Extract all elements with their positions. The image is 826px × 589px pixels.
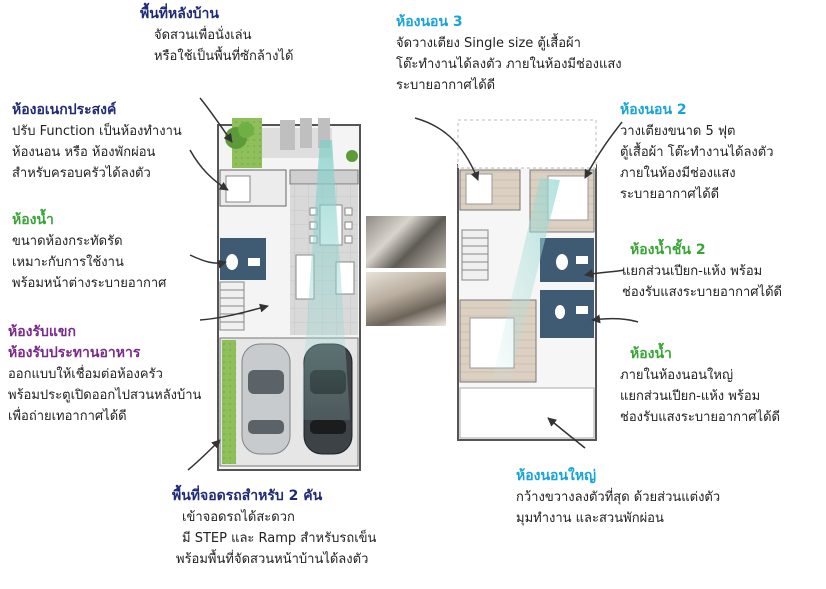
- master-bathroom-line: ภายในห้องนอนใหญ่: [620, 368, 734, 383]
- backyard-line: หรือใช้เป็นพื้นที่ซักล้างได้: [154, 49, 294, 64]
- parking-line: พร้อมพื้นที่จัดสวนหน้าบ้านได้ลงตัว: [176, 552, 369, 567]
- annotation-bedroom3: ห้องนอน 3 จัดวางเตียง Single size ตู้เสื…: [396, 12, 622, 96]
- annotation-bathroom: ห้องน้ำ ขนาดห้องกระทัดรัด เหมาะกับการใช้…: [12, 210, 166, 294]
- annotation-backyard: พื้นที่หลังบ้าน จัดสวนเพื่อนั่งเล่น หรือ…: [140, 4, 293, 67]
- annotation-bedroom2: ห้องนอน 2 วางเตียงขนาด 5 ฟุต ตู้เสื้อผ้า…: [620, 100, 774, 205]
- light-beam-upper: [492, 178, 560, 380]
- bedroom3-title: ห้องนอน 3: [396, 14, 463, 30]
- multipurpose-line: สำหรับครอบครัวได้ลงตัว: [12, 166, 151, 181]
- bedroom3-line: โต๊ะทำงานได้ลงตัว ภายในห้องมีช่องแสง: [396, 57, 622, 72]
- bedroom2-title: ห้องนอน 2: [620, 102, 687, 118]
- bedroom2-line: ระบายอากาศได้ดี: [620, 187, 720, 202]
- bedroom2-line: ตู้เสื้อผ้า โต๊ะทำงานได้ลงตัว: [620, 145, 774, 160]
- bathroom-floor2-line: แยกส่วนเปียก-แห้ง พร้อม: [622, 264, 763, 279]
- backyard-title: พื้นที่หลังบ้าน: [140, 6, 219, 22]
- dining-title: ห้องรับประทานอาหาร: [8, 345, 141, 361]
- master-bathroom-line: ช่องรับแสงระบายอากาศได้ดี: [620, 410, 780, 425]
- bedroom2-line: วางเตียงขนาด 5 ฟุต: [620, 124, 736, 139]
- annotation-living-dining: ห้องรับแขก ห้องรับประทานอาหาร ออกแบบให้เ…: [8, 322, 201, 427]
- staircase: [219, 281, 245, 331]
- multipurpose-line: ปรับ Function เป็นห้องทำงาน: [12, 124, 182, 139]
- master-bathroom-title: ห้องน้ำ: [630, 346, 672, 362]
- master-bathroom-line: แยกส่วนเปียก-แห้ง พร้อม: [620, 389, 761, 404]
- interior-photo-living: [366, 216, 446, 268]
- bathroom-line: พร้อมหน้าต่างระบายอากาศ: [12, 276, 167, 291]
- bathroom-title: ห้องน้ำ: [12, 212, 54, 228]
- annotation-master-bedroom: ห้องนอนใหญ่ กว้างขวางลงตัวที่สุด ด้วยส่ว…: [516, 466, 720, 529]
- annotation-parking: พื้นที่จอดรถสำหรับ 2 คัน เข้าจอดรถได้สะด…: [172, 486, 376, 570]
- master-bedroom-line: กว้างขวางลงตัวที่สุด ด้วยส่วนแต่งตัว: [516, 490, 721, 505]
- upper-floor-plan: [457, 119, 597, 441]
- living-dining-line: ออกแบบให้เชื่อมต่อห้องครัว: [8, 367, 163, 382]
- callout-arrows: [187, 97, 639, 471]
- bathroom-line: ขนาดห้องกระทัดรัด: [12, 234, 123, 249]
- annotation-master-bathroom: ห้องน้ำ ภายในห้องนอนใหญ่ แยกส่วนเปียก-แห…: [620, 344, 780, 428]
- bathroom-floor2-title: ห้องน้ำชั้น 2: [630, 242, 706, 258]
- bedroom3-line: จัดวางเตียง Single size ตู้เสื้อผ้า: [396, 36, 581, 51]
- ground-floor-plan: [217, 118, 361, 471]
- multipurpose-line: ห้องนอน หรือ ห้องพักผ่อน: [12, 145, 156, 160]
- light-beam: [300, 140, 350, 420]
- annotation-multipurpose: ห้องอเนกประสงค์ ปรับ Function เป็นห้องทำ…: [12, 100, 182, 184]
- bedroom2-line: ภายในห้องมีช่องแสง: [620, 166, 736, 181]
- parking-title: พื้นที่จอดรถสำหรับ 2 คัน: [172, 488, 323, 504]
- parking-line: มี STEP และ Ramp สำหรับรถเข็น: [182, 531, 377, 546]
- bedroom3-line: ระบายอากาศได้ดี: [396, 78, 496, 93]
- living-dining-line: เพื่อถ่ายเทอากาศได้ดี: [8, 409, 127, 424]
- interior-photo-dining: [366, 272, 446, 326]
- parking-line: เข้าจอดรถได้สะดวก: [182, 510, 295, 525]
- master-bedroom-line: มุมทำงาน และสวนพักผ่อน: [516, 511, 664, 526]
- master-bedroom-title: ห้องนอนใหญ่: [516, 468, 597, 484]
- multipurpose-title: ห้องอเนกประสงค์: [12, 102, 117, 118]
- backyard-line: จัดสวนเพื่อนั่งเล่น: [154, 28, 252, 43]
- car-silver: [241, 343, 291, 455]
- annotation-bathroom-floor2: ห้องน้ำชั้น 2 แยกส่วนเปียก-แห้ง พร้อม ช่…: [622, 240, 782, 303]
- living-dining-line: พร้อมประตูเปิดออกไปสวนหลังบ้าน: [8, 388, 202, 403]
- bathroom-line: เหมาะกับการใช้งาน: [12, 255, 124, 270]
- bathroom-floor2-line: ช่องรับแสงระบายอากาศได้ดี: [622, 285, 782, 300]
- living-title: ห้องรับแขก: [8, 324, 76, 340]
